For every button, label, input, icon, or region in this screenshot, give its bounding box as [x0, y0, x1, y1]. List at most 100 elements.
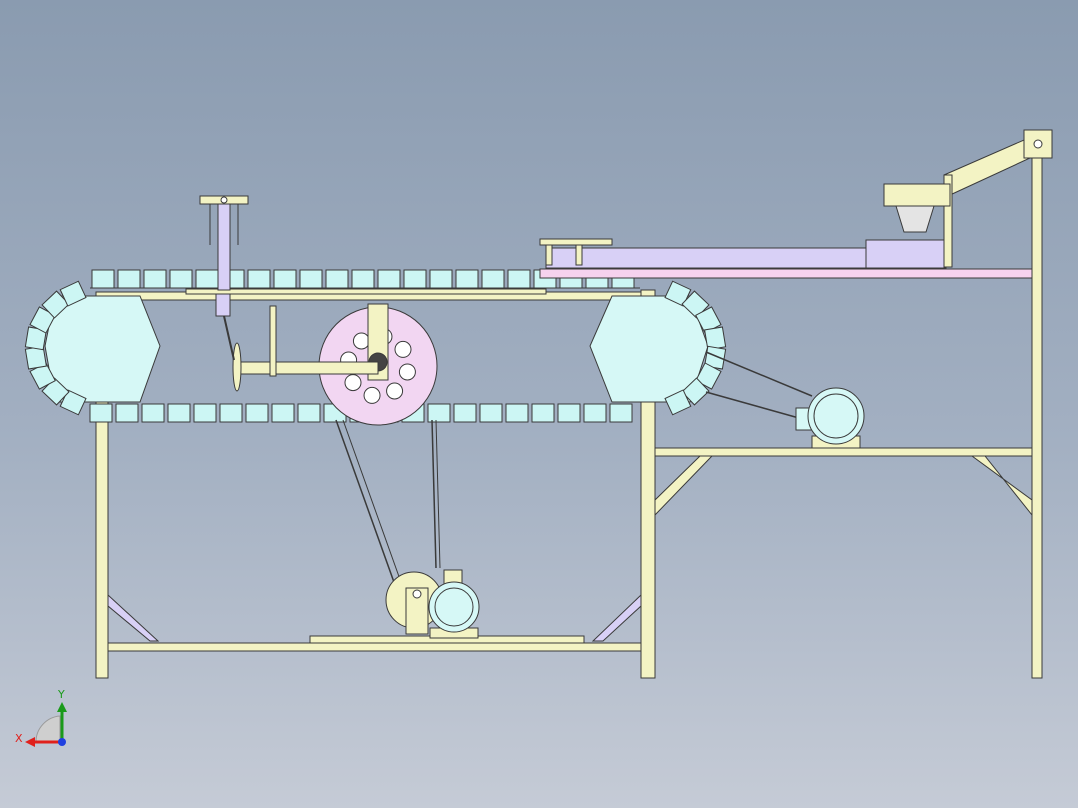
- hopper-post: [943, 174, 953, 268]
- connecting-link: [223, 315, 235, 361]
- pulley-hole: [344, 374, 362, 392]
- chain-link: [167, 403, 191, 423]
- chain-link: [271, 403, 295, 423]
- chain-link: [273, 269, 297, 289]
- chain-top-guide: [185, 288, 547, 295]
- side-frame: [654, 129, 1053, 679]
- pulley-hole: [398, 363, 416, 381]
- belt-left-inner: [342, 419, 403, 586]
- belt-right-inner: [435, 419, 441, 569]
- chain-link: [115, 403, 139, 423]
- slider-rod: [217, 199, 231, 291]
- pulley-hole: [363, 386, 381, 404]
- chain-link: [403, 269, 427, 289]
- axis-y-label: Y: [58, 688, 65, 701]
- feed-tray: [539, 238, 1033, 279]
- chain-link: [455, 269, 479, 289]
- sprocket-left: [24, 280, 161, 416]
- chain-link: [325, 269, 349, 289]
- chain-link: [505, 403, 529, 423]
- shaft-support: [269, 305, 277, 377]
- chain-link: [299, 269, 323, 289]
- chain-link: [143, 269, 167, 289]
- upper-motor-face: [813, 393, 859, 439]
- shelf-brace-left: [654, 455, 714, 517]
- chain-link: [429, 269, 453, 289]
- axis-x-label: X: [15, 732, 23, 745]
- lower-pulley-stand: [405, 587, 429, 635]
- slider-pin: [220, 196, 228, 204]
- sprocket-right: [589, 280, 727, 416]
- hopper-funnel: [895, 205, 935, 233]
- tray-plate: [545, 247, 867, 269]
- arm-pivot-pin: [1033, 139, 1043, 149]
- motor-shelf: [654, 447, 1033, 457]
- chain-link: [481, 269, 505, 289]
- shelf-brace-right: [970, 455, 1033, 517]
- sprocket-tooth: [59, 280, 87, 307]
- hopper-arm: [943, 139, 1031, 196]
- slider-foot: [215, 293, 231, 317]
- upper-motor: [705, 351, 865, 449]
- tray-bracket-left: [539, 238, 613, 246]
- chain-link: [297, 403, 321, 423]
- lower-motor-face: [434, 587, 474, 627]
- chain-link: [141, 403, 165, 423]
- chain-link: [453, 403, 477, 423]
- sprocket-tooth: [41, 290, 70, 319]
- arm-pivot-block: [1023, 129, 1053, 159]
- chain-link: [377, 269, 401, 289]
- chain-link: [169, 269, 193, 289]
- chain-link: [479, 403, 503, 423]
- tray-rail: [539, 268, 1033, 279]
- axis-plane: [35, 715, 61, 743]
- chain-link: [219, 403, 243, 423]
- chain-link: [245, 403, 269, 423]
- belt-right: [431, 419, 437, 569]
- drive-shaft: [237, 361, 379, 375]
- cutter-mechanism: [199, 195, 249, 361]
- chain-link: [195, 269, 219, 289]
- sprocket-left-body: [44, 295, 161, 403]
- drive-pulley: [232, 303, 441, 586]
- chain-link: [91, 269, 115, 289]
- chain-link: [557, 403, 581, 423]
- hopper-box: [883, 183, 951, 207]
- chain-link: [117, 269, 141, 289]
- chain-link: [609, 403, 633, 423]
- pulley-hole: [386, 382, 404, 400]
- drive-chain-upper: [705, 351, 813, 397]
- tray-post: [545, 244, 553, 266]
- drive-chain-lower: [705, 391, 807, 421]
- sprocket-tooth: [681, 377, 710, 406]
- chain-link: [507, 269, 531, 289]
- brace-right: [591, 593, 642, 642]
- chain-link: [427, 403, 451, 423]
- brace-left: [107, 593, 160, 642]
- chain-link: [247, 269, 271, 289]
- chain-link: [193, 403, 217, 423]
- chain-link: [351, 269, 375, 289]
- frame-leg-right: [1031, 149, 1043, 679]
- sprocket-tooth: [664, 280, 692, 307]
- tray-post: [575, 244, 583, 266]
- axis-x-head: [25, 737, 35, 747]
- axis-y-head: [57, 702, 67, 712]
- chain-link: [531, 403, 555, 423]
- frame-base-bar: [107, 642, 642, 652]
- chain-link: [89, 403, 113, 423]
- lower-motor: [385, 569, 480, 639]
- chain-link: [583, 403, 607, 423]
- pulley-hole: [394, 340, 412, 358]
- tray-end: [865, 239, 947, 269]
- lower-pulley-pin: [412, 589, 422, 599]
- axis-triad-icon: [25, 702, 67, 747]
- belt-left: [335, 419, 396, 586]
- sprocket-tooth: [664, 389, 692, 416]
- shaft-disc: [232, 342, 242, 392]
- pulley-hole: [352, 332, 370, 350]
- axis-z-dot: [58, 738, 66, 746]
- sprocket-tooth: [59, 389, 87, 416]
